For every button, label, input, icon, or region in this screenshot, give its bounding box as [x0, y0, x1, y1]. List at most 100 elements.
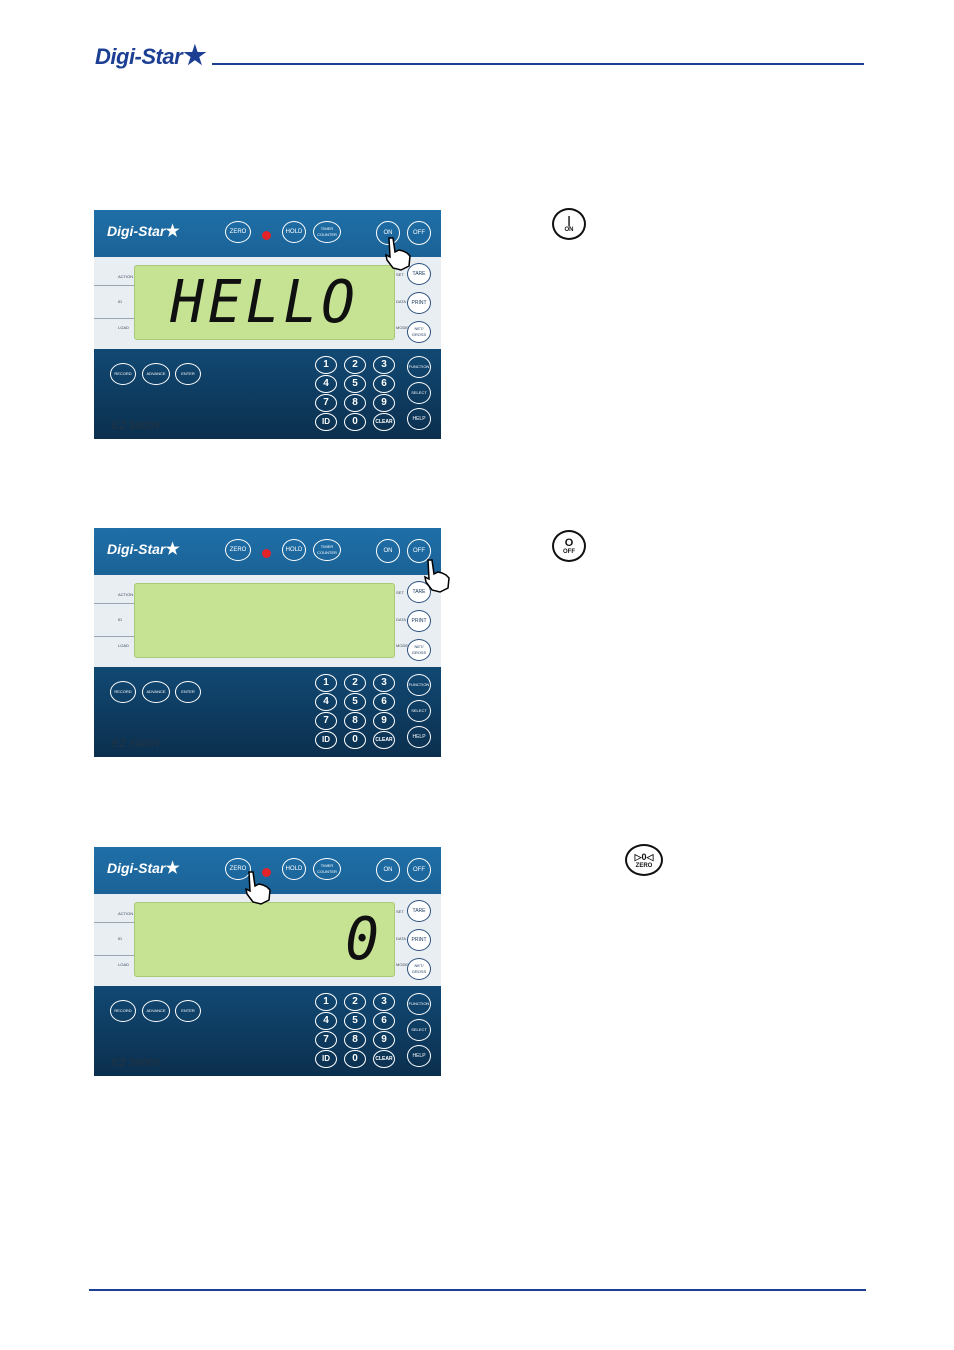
- record-key[interactable]: RECORD: [110, 363, 136, 385]
- zero-key[interactable]: ZERO: [225, 539, 251, 561]
- key-9[interactable]: 9: [373, 394, 395, 412]
- key-7[interactable]: 7: [315, 1031, 337, 1049]
- enter-key[interactable]: ENTER: [175, 681, 201, 703]
- record-key[interactable]: RECORD: [110, 1000, 136, 1022]
- divider: [94, 603, 134, 604]
- key-8[interactable]: 8: [344, 712, 366, 730]
- key-3[interactable]: 3: [373, 356, 395, 374]
- tare-key[interactable]: TARE: [407, 581, 431, 603]
- side-label-set: SET: [396, 909, 404, 914]
- key-clear[interactable]: CLEAR: [373, 1050, 395, 1068]
- key-5[interactable]: 5: [344, 1012, 366, 1030]
- key-1[interactable]: 1: [315, 674, 337, 692]
- off-key[interactable]: OFF: [407, 539, 431, 563]
- print-key[interactable]: PRINT: [407, 292, 431, 314]
- hold-key[interactable]: HOLD: [282, 539, 306, 561]
- select-key[interactable]: SELECT: [407, 700, 431, 722]
- print-key[interactable]: PRINT: [407, 610, 431, 632]
- key-4[interactable]: 4: [315, 1012, 337, 1030]
- key-0[interactable]: 0: [344, 413, 366, 431]
- pointing-hand-icon: [423, 559, 450, 593]
- select-key[interactable]: SELECT: [407, 1019, 431, 1041]
- key-clear[interactable]: CLEAR: [373, 731, 395, 749]
- side-label-id: ID: [118, 299, 122, 304]
- help-key[interactable]: HELP: [407, 726, 431, 748]
- advance-key[interactable]: ADVANCE: [142, 363, 170, 385]
- key-3[interactable]: 3: [373, 993, 395, 1011]
- side-label-id: ID: [118, 617, 122, 622]
- on-key[interactable]: ON: [376, 539, 400, 563]
- key-clear[interactable]: CLEAR: [373, 413, 395, 431]
- key-6[interactable]: 6: [373, 375, 395, 393]
- key-8[interactable]: 8: [344, 1031, 366, 1049]
- scale-brand: Digi-Star★: [107, 223, 180, 240]
- advance-key[interactable]: ADVANCE: [142, 1000, 170, 1022]
- key-6[interactable]: 6: [373, 1012, 395, 1030]
- hold-key[interactable]: HOLD: [282, 221, 306, 243]
- help-key[interactable]: HELP: [407, 408, 431, 430]
- zero-key[interactable]: ZERO: [225, 221, 251, 243]
- timer-counter-key[interactable]: TIMER COUNTER: [313, 539, 341, 561]
- key-1[interactable]: 1: [315, 356, 337, 374]
- model-label: EZ 3400V: [112, 420, 161, 432]
- advance-key[interactable]: ADVANCE: [142, 681, 170, 703]
- star-icon: ★: [165, 223, 180, 240]
- key-8[interactable]: 8: [344, 394, 366, 412]
- key-0[interactable]: 0: [344, 1050, 366, 1068]
- function-key[interactable]: FUNCTION: [407, 674, 431, 696]
- divider: [94, 922, 134, 923]
- key-id[interactable]: ID: [315, 731, 337, 749]
- key-1[interactable]: 1: [315, 993, 337, 1011]
- tare-key[interactable]: TARE: [407, 263, 431, 285]
- side-label-load: LOAD: [118, 643, 129, 648]
- star-icon: ★: [165, 860, 180, 877]
- zero-key[interactable]: ZERO: [225, 858, 251, 880]
- off-key[interactable]: OFF: [407, 858, 431, 882]
- enter-key[interactable]: ENTER: [175, 1000, 201, 1022]
- on-key[interactable]: ON: [376, 221, 400, 245]
- off-key[interactable]: OFF: [407, 221, 431, 245]
- key-0[interactable]: 0: [344, 731, 366, 749]
- net-gross-key[interactable]: NET/ GROSS: [407, 958, 431, 980]
- lcd-display: 0: [134, 902, 395, 977]
- net-gross-key[interactable]: NET/ GROSS: [407, 321, 431, 343]
- key-6[interactable]: 6: [373, 693, 395, 711]
- timer-counter-key[interactable]: TIMER COUNTER: [313, 858, 341, 880]
- key-2[interactable]: 2: [344, 356, 366, 374]
- function-key[interactable]: FUNCTION: [407, 356, 431, 378]
- key-7[interactable]: 7: [315, 394, 337, 412]
- key-4[interactable]: 4: [315, 693, 337, 711]
- pointing-hand-icon: [384, 237, 411, 271]
- key-2[interactable]: 2: [344, 993, 366, 1011]
- hold-key[interactable]: HOLD: [282, 858, 306, 880]
- key-id[interactable]: ID: [315, 413, 337, 431]
- key-4[interactable]: 4: [315, 375, 337, 393]
- on-button-icon: |ON: [552, 208, 586, 240]
- select-key[interactable]: SELECT: [407, 382, 431, 404]
- side-label-data: DATA: [396, 617, 407, 622]
- timer-counter-key[interactable]: TIMER COUNTER: [313, 221, 341, 243]
- scale-brand: Digi-Star★: [107, 860, 180, 877]
- side-label-mode: MODE: [396, 962, 408, 967]
- key-5[interactable]: 5: [344, 693, 366, 711]
- key-id[interactable]: ID: [315, 1050, 337, 1068]
- key-5[interactable]: 5: [344, 375, 366, 393]
- on-key[interactable]: ON: [376, 858, 400, 882]
- model-label: EZ 3400V: [112, 738, 161, 750]
- side-label-mode: MODE: [396, 325, 408, 330]
- print-key[interactable]: PRINT: [407, 929, 431, 951]
- help-key[interactable]: HELP: [407, 1045, 431, 1067]
- function-key[interactable]: FUNCTION: [407, 993, 431, 1015]
- side-label-load: LOAD: [118, 325, 129, 330]
- net-gross-key[interactable]: NET/ GROSS: [407, 639, 431, 661]
- enter-key[interactable]: ENTER: [175, 363, 201, 385]
- key-7[interactable]: 7: [315, 712, 337, 730]
- star-icon: ★: [165, 541, 180, 558]
- side-label-action: ACTION: [118, 592, 134, 597]
- key-3[interactable]: 3: [373, 674, 395, 692]
- tare-key[interactable]: TARE: [407, 900, 431, 922]
- key-2[interactable]: 2: [344, 674, 366, 692]
- key-9[interactable]: 9: [373, 1031, 395, 1049]
- key-9[interactable]: 9: [373, 712, 395, 730]
- record-key[interactable]: RECORD: [110, 681, 136, 703]
